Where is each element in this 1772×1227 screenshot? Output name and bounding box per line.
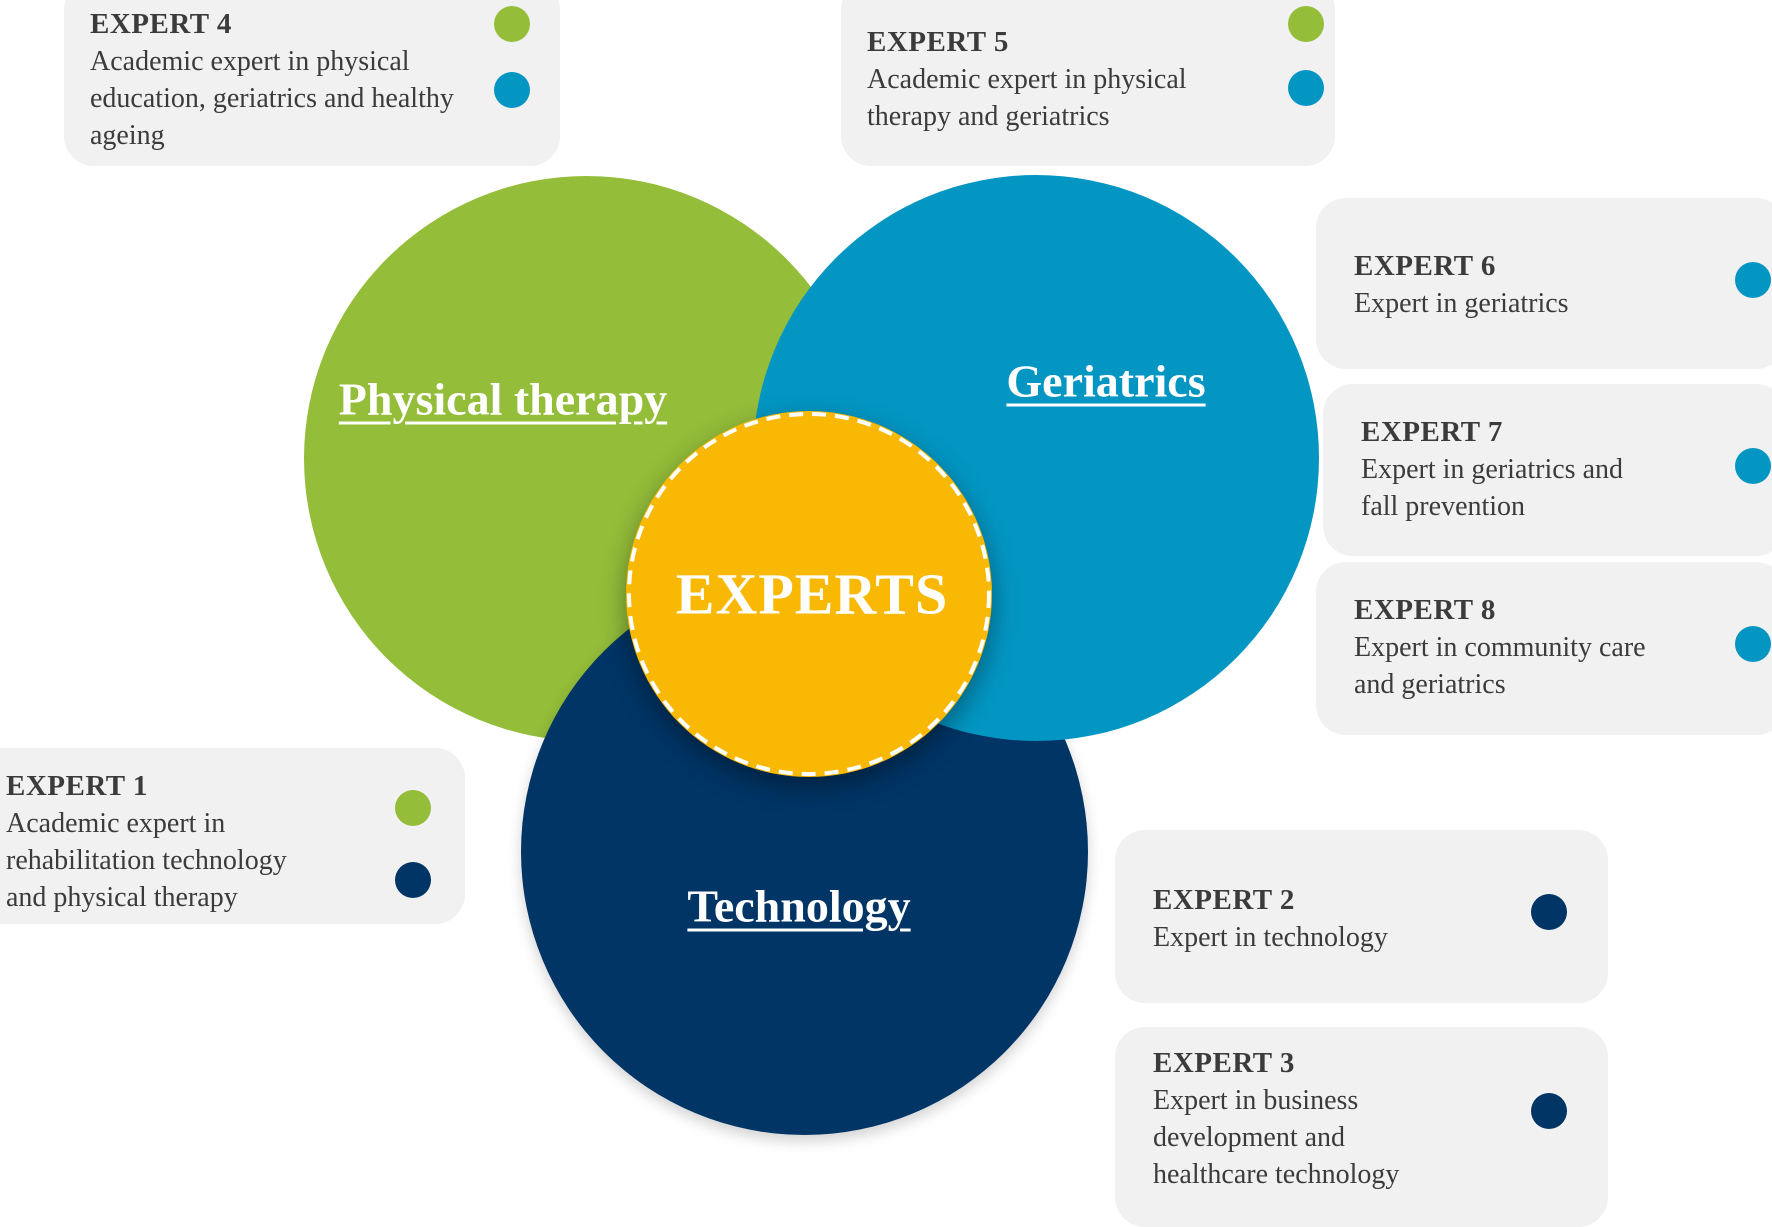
expert-description-line: development and [1153,1122,1346,1153]
geriatrics-dot [1735,448,1771,484]
expert-title: EXPERT 5 [867,26,1009,58]
physical-therapy-label: Physical therapy [338,373,668,425]
expert-title: EXPERT 1 [6,770,148,802]
expert-card-6: EXPERT 6 Expert in geriatrics [1316,198,1772,369]
expert-description-line: ageing [90,120,165,151]
geriatrics-label: Geriatrics [1006,355,1206,407]
technology-label: Technology [687,880,911,932]
expert-card-4: EXPERT 4 Academic expert in physical edu… [64,0,560,166]
technology-dot [395,862,431,898]
expert-description-line: Academic expert in [6,808,226,839]
expert-description-line: Expert in community care [1354,632,1646,663]
expert-description-line: Expert in geriatrics [1354,288,1569,319]
physical-therapy-dot [395,790,431,826]
expert-card-7: EXPERT 7 Expert in geriatrics and fall p… [1323,384,1772,556]
technology-dot [1531,894,1567,930]
geriatrics-dot [494,72,530,108]
geriatrics-dot [1735,626,1771,662]
expert-card-3: EXPERT 3 Expert in business development … [1115,1027,1608,1227]
expert-card-1: EXPERT 1 Academic expert in rehabilitati… [0,748,465,924]
expert-description-line: therapy and geriatrics [867,101,1110,132]
expert-card-5: EXPERT 5 Academic expert in physical the… [841,0,1335,166]
physical-therapy-dot [494,6,530,42]
technology-dot [1531,1093,1567,1129]
expert-card-2: EXPERT 2 Expert in technology [1115,830,1608,1003]
expert-card-8: EXPERT 8 Expert in community care and ge… [1316,562,1772,735]
expert-description-line: and geriatrics [1354,669,1506,700]
physical-therapy-dot [1288,6,1324,42]
expert-description-line: Expert in technology [1153,922,1388,953]
expert-description-line: and physical therapy [6,882,238,913]
expert-description-line: healthcare technology [1153,1159,1400,1190]
expert-title: EXPERT 2 [1153,884,1295,916]
expert-description-line: Academic expert in physical [867,64,1187,95]
expert-title: EXPERT 6 [1354,250,1496,282]
expert-description-line: fall prevention [1361,491,1526,522]
expert-description-line: education, geriatrics and healthy [90,83,454,114]
expert-description-line: rehabilitation technology [6,845,287,876]
expert-description-line: Academic expert in physical [90,46,410,77]
expert-description-line: Expert in geriatrics and [1361,454,1624,485]
expert-description-line: Expert in business [1153,1085,1359,1116]
geriatrics-dot [1735,262,1771,298]
geriatrics-dot [1288,70,1324,106]
expert-title: EXPERT 8 [1354,594,1496,626]
expert-title: EXPERT 4 [90,8,232,40]
experts-center-label: EXPERTS [675,561,949,627]
expert-title: EXPERT 3 [1153,1047,1295,1079]
expert-title: EXPERT 7 [1361,416,1503,448]
